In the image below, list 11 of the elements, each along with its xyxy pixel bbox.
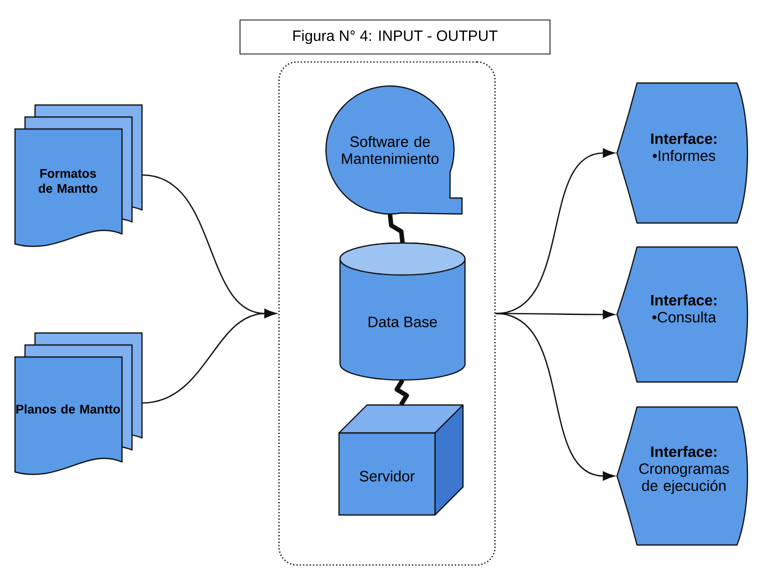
lightning-connector	[388, 214, 405, 244]
document-stack: Formatos de Mantto	[14, 104, 143, 247]
server-cube: Servidor	[338, 404, 464, 516]
dotted-frame	[278, 61, 496, 566]
lightning-connector	[394, 379, 409, 406]
database-cylinder: Data Base	[339, 242, 466, 381]
curved-arrow	[496, 312, 615, 481]
curved-arrow	[496, 148, 615, 314]
curved-arrow	[142, 308, 276, 404]
title-box: Figura N° 4: INPUT - OUTPUT	[240, 20, 550, 54]
document-stack: Planos de Mantto	[14, 332, 143, 475]
